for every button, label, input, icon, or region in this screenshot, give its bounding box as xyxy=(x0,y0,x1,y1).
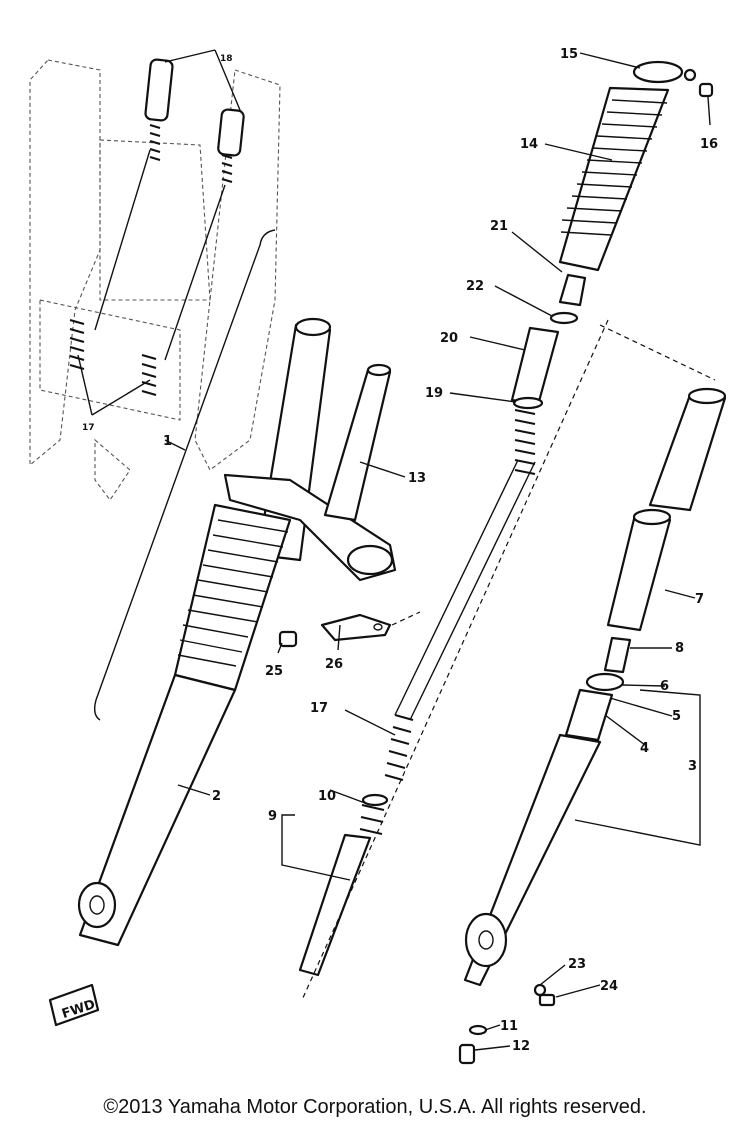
callout-25: 25 xyxy=(265,664,283,679)
callout-19: 19 xyxy=(425,386,443,401)
callout-26: 26 xyxy=(325,657,343,672)
callout-18: 18 xyxy=(220,54,233,64)
callout-15: 15 xyxy=(560,47,578,62)
outer-parts-right xyxy=(458,324,727,1065)
callout-9: 9 xyxy=(268,809,277,824)
callout-17: 17 xyxy=(310,701,328,716)
front-fork-exploded-diagram: FWD 18 15 16 14 21 22 20 19 13 xyxy=(29,47,727,1065)
fork-boot-upper xyxy=(558,60,714,272)
callout-1: 1 xyxy=(163,434,172,449)
callout-16: 16 xyxy=(700,137,718,152)
callout-8: 8 xyxy=(675,641,684,656)
fwd-direction-tag: FWD xyxy=(48,983,100,1027)
callout-11: 11 xyxy=(500,1019,518,1034)
bracket-1 xyxy=(93,229,276,721)
fork-tube-left xyxy=(144,58,174,122)
callout-14: 14 xyxy=(520,137,538,152)
ghost-fork-assembly xyxy=(29,49,281,501)
callout-13: 13 xyxy=(408,471,426,486)
callout-4: 4 xyxy=(640,741,649,756)
callout-labels: 18 15 16 14 21 22 20 19 13 1 17 7 8 6 5 … xyxy=(82,47,718,1054)
callout-20: 20 xyxy=(440,331,458,346)
callout-7: 7 xyxy=(695,592,704,607)
callout-10: 10 xyxy=(318,789,336,804)
callout-24: 24 xyxy=(600,979,618,994)
callout-2: 2 xyxy=(212,789,221,804)
callout-3: 3 xyxy=(688,759,697,774)
leader-lines xyxy=(177,52,711,1051)
callout-12: 12 xyxy=(512,1039,530,1054)
callout-23: 23 xyxy=(568,957,586,972)
callout-22: 22 xyxy=(466,279,484,294)
assembled-fork-left xyxy=(77,317,397,947)
fork-tube-right xyxy=(217,108,245,157)
copyright-notice: ©2013 Yamaha Motor Corporation, U.S.A. A… xyxy=(103,1096,647,1118)
callout-6: 6 xyxy=(660,679,669,694)
callout-5: 5 xyxy=(672,709,681,724)
inner-parts-center xyxy=(298,273,609,1001)
callout-17-ghost: 17 xyxy=(82,423,95,433)
callout-21: 21 xyxy=(490,219,508,234)
bolt-and-clamp xyxy=(278,611,421,648)
